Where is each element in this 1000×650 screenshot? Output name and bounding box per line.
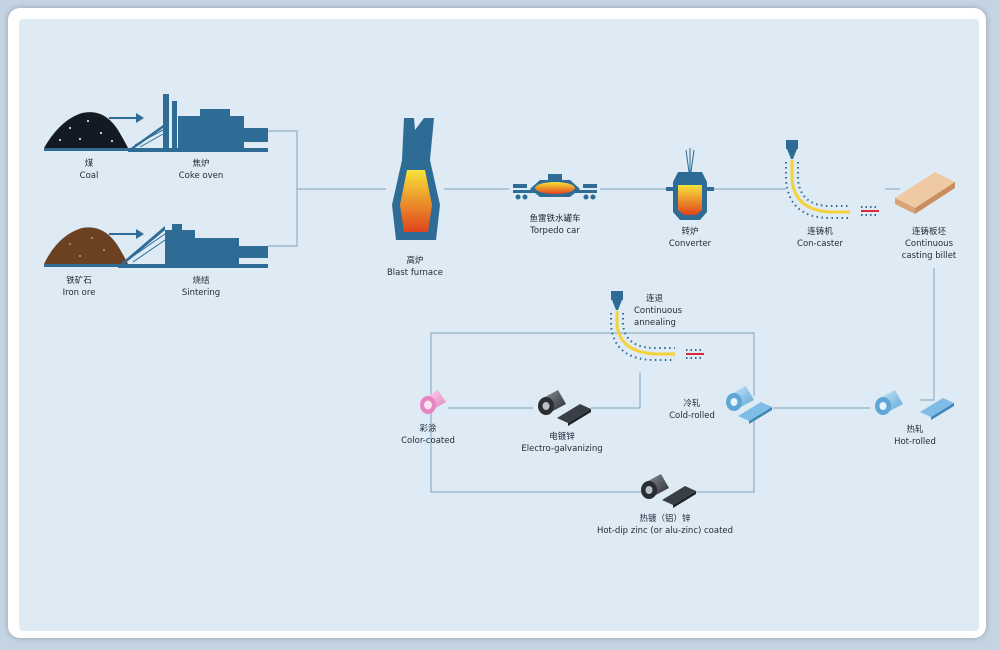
label-color-coated-en: Color-coated (401, 436, 455, 446)
label-coke-oven-cn: 焦炉 (192, 159, 210, 169)
label-casting-billet-en2: casting billet (901, 251, 957, 261)
label-hot-rolled-en: Hot-rolled (894, 437, 936, 447)
coal-pile-icon (44, 112, 128, 151)
con-caster-icon (785, 140, 879, 219)
label-blast-furnace-cn: 高炉 (406, 256, 424, 266)
electro-galvanizing-icon (538, 390, 591, 426)
sintering-icon (118, 224, 268, 268)
label-iron-ore: 铁矿石 Iron ore (63, 275, 96, 299)
label-con-caster-en: Con-caster (797, 239, 843, 249)
label-hot-rolled-cn: 热轧 (906, 425, 924, 435)
label-annealing: 连退 Continuous annealing (634, 293, 682, 329)
torpedo-car-icon (513, 174, 597, 200)
label-sintering-en: Sintering (181, 288, 221, 298)
label-casting-billet-cn: 连铸板坯 (911, 227, 947, 237)
label-converter: 转炉 Converter (669, 226, 711, 250)
label-coke-oven-en: Coke oven (178, 171, 224, 181)
annealing-icon (610, 291, 704, 361)
label-annealing-cn: 连退 (646, 294, 664, 304)
label-color-coated: 彩涂 Color-coated (401, 423, 455, 447)
label-annealing-en2: annealing (634, 318, 676, 328)
casting-billet-icon (895, 172, 955, 214)
label-annealing-en1: Continuous (634, 306, 683, 316)
iron-ore-pile-icon (44, 227, 128, 267)
label-iron-ore-en: Iron ore (62, 288, 96, 298)
label-con-caster: 连铸机 Con-caster (797, 226, 843, 250)
label-hot-dip: 热镀（铝）锌 Hot-dip zinc (or alu-zinc) coated (597, 513, 733, 537)
hot-rolled-icon (875, 390, 954, 420)
label-converter-cn: 转炉 (681, 227, 699, 237)
connector-lines (268, 130, 935, 493)
label-cold-rolled-cn: 冷轧 (683, 399, 701, 409)
label-coal: 煤 Coal (80, 158, 99, 182)
label-blast-furnace-en: Blast furnace (386, 268, 444, 278)
label-sintering-cn: 烧结 (192, 276, 210, 286)
label-torpedo-car-en: Torpedo car (530, 226, 580, 236)
arrow-right-icon (109, 113, 144, 123)
label-coal-en: Coal (79, 171, 99, 181)
label-hot-dip-cn: 热镀（铝）锌 (639, 514, 691, 524)
coke-oven-icon (128, 94, 268, 152)
label-cold-rolled-en: Cold-rolled (669, 411, 715, 421)
label-torpedo-car: 鱼雷铁水罐车 Torpedo car (529, 213, 580, 237)
label-converter-en: Converter (668, 239, 712, 249)
label-casting-billet: 连铸板坯 Continuous casting billet (902, 226, 957, 262)
label-casting-billet-en1: Continuous (904, 239, 954, 249)
label-sintering: 烧结 Sintering (182, 275, 220, 299)
converter-icon (666, 148, 714, 220)
color-coated-coil-icon (420, 390, 446, 414)
blast-furnace-icon (392, 118, 440, 240)
label-electro-galvanizing: 电镀锌 Electro-galvanizing (521, 431, 602, 455)
label-con-caster-cn: 连铸机 (807, 227, 833, 237)
label-color-coated-cn: 彩涂 (419, 424, 437, 434)
label-hot-dip-en: Hot-dip zinc (or alu-zinc) coated (596, 526, 734, 536)
label-electro-galvanizing-cn: 电镀锌 (549, 432, 575, 442)
label-torpedo-car-cn: 鱼雷铁水罐车 (529, 214, 581, 224)
arrow-right-icon (109, 229, 144, 239)
label-coal-cn: 煤 (84, 159, 94, 169)
label-coke-oven: 焦炉 Coke oven (179, 158, 224, 182)
label-electro-galvanizing-en: Electro-galvanizing (521, 444, 603, 454)
label-hot-rolled: 热轧 Hot-rolled (894, 424, 936, 448)
cold-rolled-icon (726, 386, 772, 424)
hot-dip-zinc-icon (641, 474, 696, 508)
label-blast-furnace: 高炉 Blast furnace (387, 255, 443, 279)
label-iron-ore-cn: 铁矿石 (66, 276, 92, 286)
label-cold-rolled: 冷轧 Cold-rolled (669, 398, 715, 422)
